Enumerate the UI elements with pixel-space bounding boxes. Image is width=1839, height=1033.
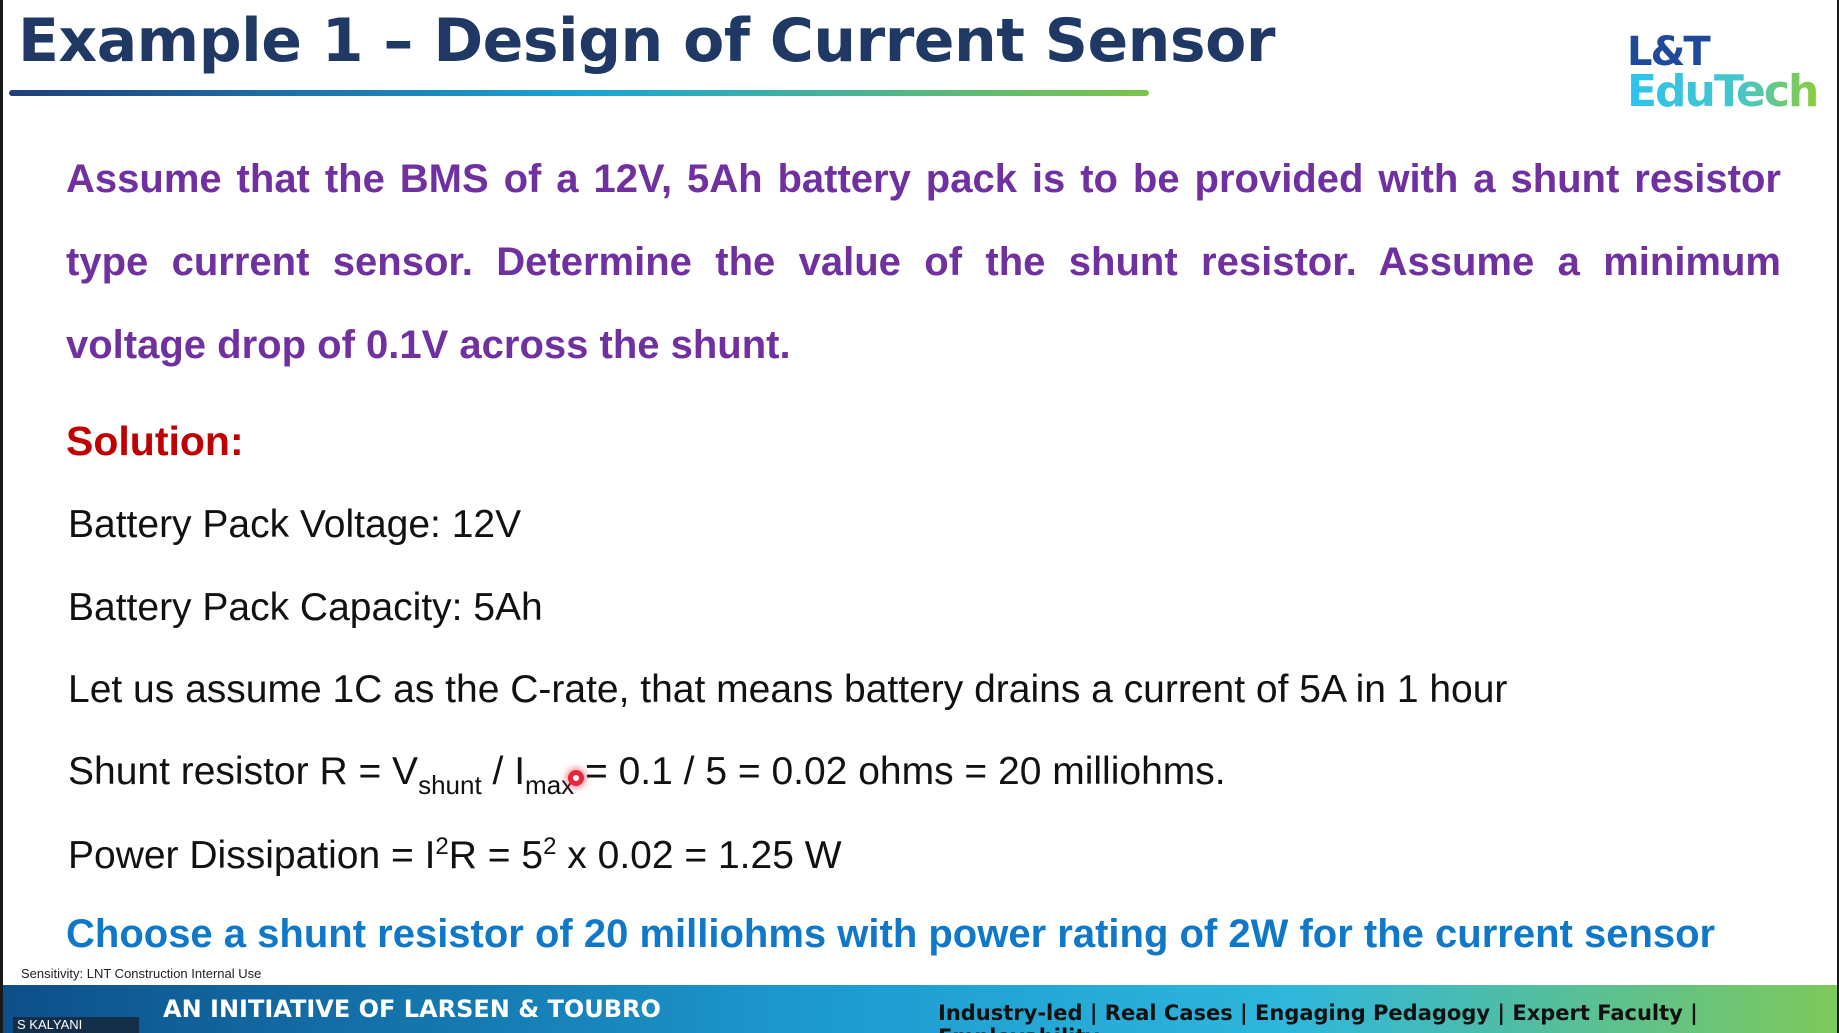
title-underline: [9, 90, 1149, 96]
participant-name: S KALYANI: [13, 1017, 139, 1033]
logo-line2: EduTech: [1627, 66, 1819, 117]
conclusion: Choose a shunt resistor of 20 milliohms …: [66, 912, 1716, 956]
solution-heading: Solution:: [66, 418, 244, 464]
superscript: 2: [543, 833, 557, 860]
sensitivity-label: Sensitivity: LNT Construction Internal U…: [21, 966, 262, 981]
slide-title: Example 1 – Design of Current Sensor: [18, 6, 1275, 76]
crate-line: Let us assume 1C as the C-rate, that mea…: [68, 668, 1508, 711]
footer-initiative: AN INITIATIVE OF LARSEN & TOUBRO: [163, 995, 661, 1023]
voltage-line: Battery Pack Voltage: 12V: [68, 503, 522, 546]
text: / I: [481, 750, 526, 793]
lt-edutech-logo: L&T EduTech: [1627, 29, 1819, 117]
text: Power Dissipation = I: [68, 834, 436, 877]
slide: Example 1 – Design of Current Sensor L&T…: [3, 0, 1837, 1033]
shunt-formula-line: Shunt resistor R = Vshunt / Imax = 0.1 /…: [68, 750, 1226, 801]
capacity-line: Battery Pack Capacity: 5Ah: [68, 586, 543, 629]
subscript: max: [525, 770, 575, 800]
problem-statement: Assume that the BMS of a 12V, 5Ah batter…: [66, 157, 1781, 367]
footer-tagline: Industry-led | Real Cases | Engaging Ped…: [938, 1001, 1698, 1033]
text: R = 5: [448, 834, 544, 877]
laser-pointer-icon: [568, 770, 584, 786]
subscript: shunt: [418, 770, 482, 800]
power-formula-line: Power Dissipation = I2R = 52 x 0.02 = 1.…: [68, 833, 842, 878]
text: Shunt resistor R = V: [68, 750, 419, 793]
text: = 0.1 / 5 = 0.02 ohms = 20 milliohms.: [574, 750, 1226, 793]
superscript: 2: [435, 833, 449, 860]
logo-line1: L&T: [1627, 29, 1711, 75]
text: x 0.02 = 1.25 W: [556, 834, 842, 877]
footer-bar: AN INITIATIVE OF LARSEN & TOUBRO Industr…: [3, 985, 1837, 1033]
